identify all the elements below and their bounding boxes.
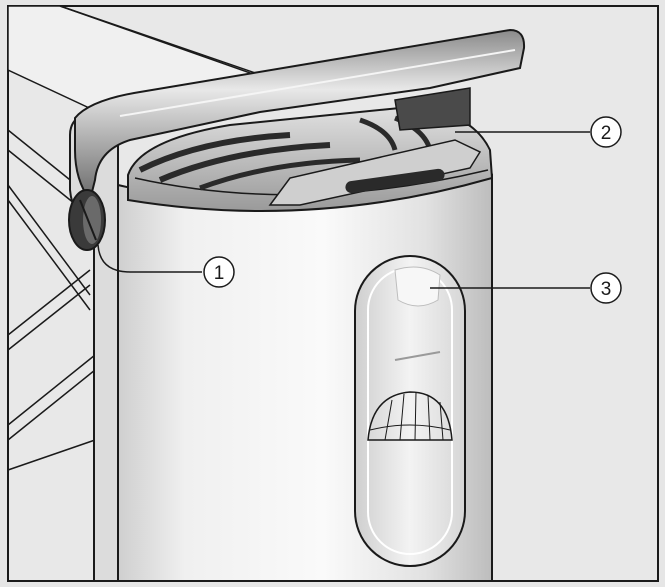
callout-3-number: 3 [601, 279, 612, 300]
callout-1: 1 [203, 256, 235, 288]
knob-icon [68, 189, 106, 251]
callout-3: 3 [590, 272, 622, 304]
water-tank-icon [354, 255, 466, 567]
callout-2-number: 2 [601, 123, 612, 144]
tank-lid [127, 87, 494, 212]
callout-1-number: 1 [214, 263, 225, 284]
arm-highlight [119, 49, 516, 117]
leader-1 [97, 244, 202, 273]
top-arm [74, 28, 526, 203]
callout-2: 2 [590, 116, 622, 148]
callout-leaders [97, 131, 590, 289]
